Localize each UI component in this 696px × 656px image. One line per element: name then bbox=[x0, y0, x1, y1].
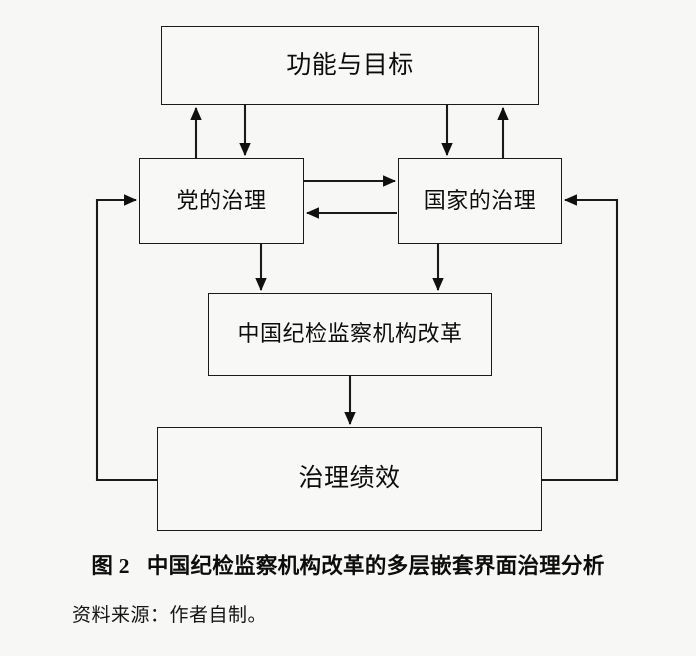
figure-caption-title: 中国纪检监察机构改革的多层嵌套界面治理分析 bbox=[146, 554, 605, 578]
node-discipline-inspection-reform: 中国纪检监察机构改革 bbox=[208, 293, 492, 376]
node-state-governance: 国家的治理 bbox=[398, 158, 562, 244]
node-label-discipline-inspection-reform: 中国纪检监察机构改革 bbox=[237, 321, 463, 347]
node-label-functions-and-goals: 功能与目标 bbox=[286, 51, 414, 79]
node-label-governance-performance: 治理绩效 bbox=[298, 465, 401, 492]
caption-block: 图 2 中国纪检监察机构改革的多层嵌套界面治理分析 资料来源：作者自制。 bbox=[0, 540, 696, 656]
figure-caption-number: 图 2 bbox=[91, 554, 130, 578]
node-party-governance: 党的治理 bbox=[139, 158, 304, 244]
figure-caption: 图 2 中国纪检监察机构改革的多层嵌套界面治理分析 bbox=[0, 549, 696, 580]
figure-diagram: 功能与目标 党的治理 国家的治理 中国纪检监察机构改革 治理绩效 bbox=[95, 26, 619, 531]
edge-performance-to-party-feedback bbox=[95, 194, 157, 482]
source-note: 资料来源：作者自制。 bbox=[72, 605, 268, 626]
edge-performance-to-state-feedback bbox=[542, 194, 619, 482]
node-functions-and-goals: 功能与目标 bbox=[161, 26, 539, 105]
diagram-connector-layer bbox=[95, 104, 619, 482]
node-governance-performance: 治理绩效 bbox=[157, 427, 542, 531]
node-label-state-governance: 国家的治理 bbox=[423, 187, 537, 213]
node-label-party-governance: 党的治理 bbox=[176, 187, 267, 213]
